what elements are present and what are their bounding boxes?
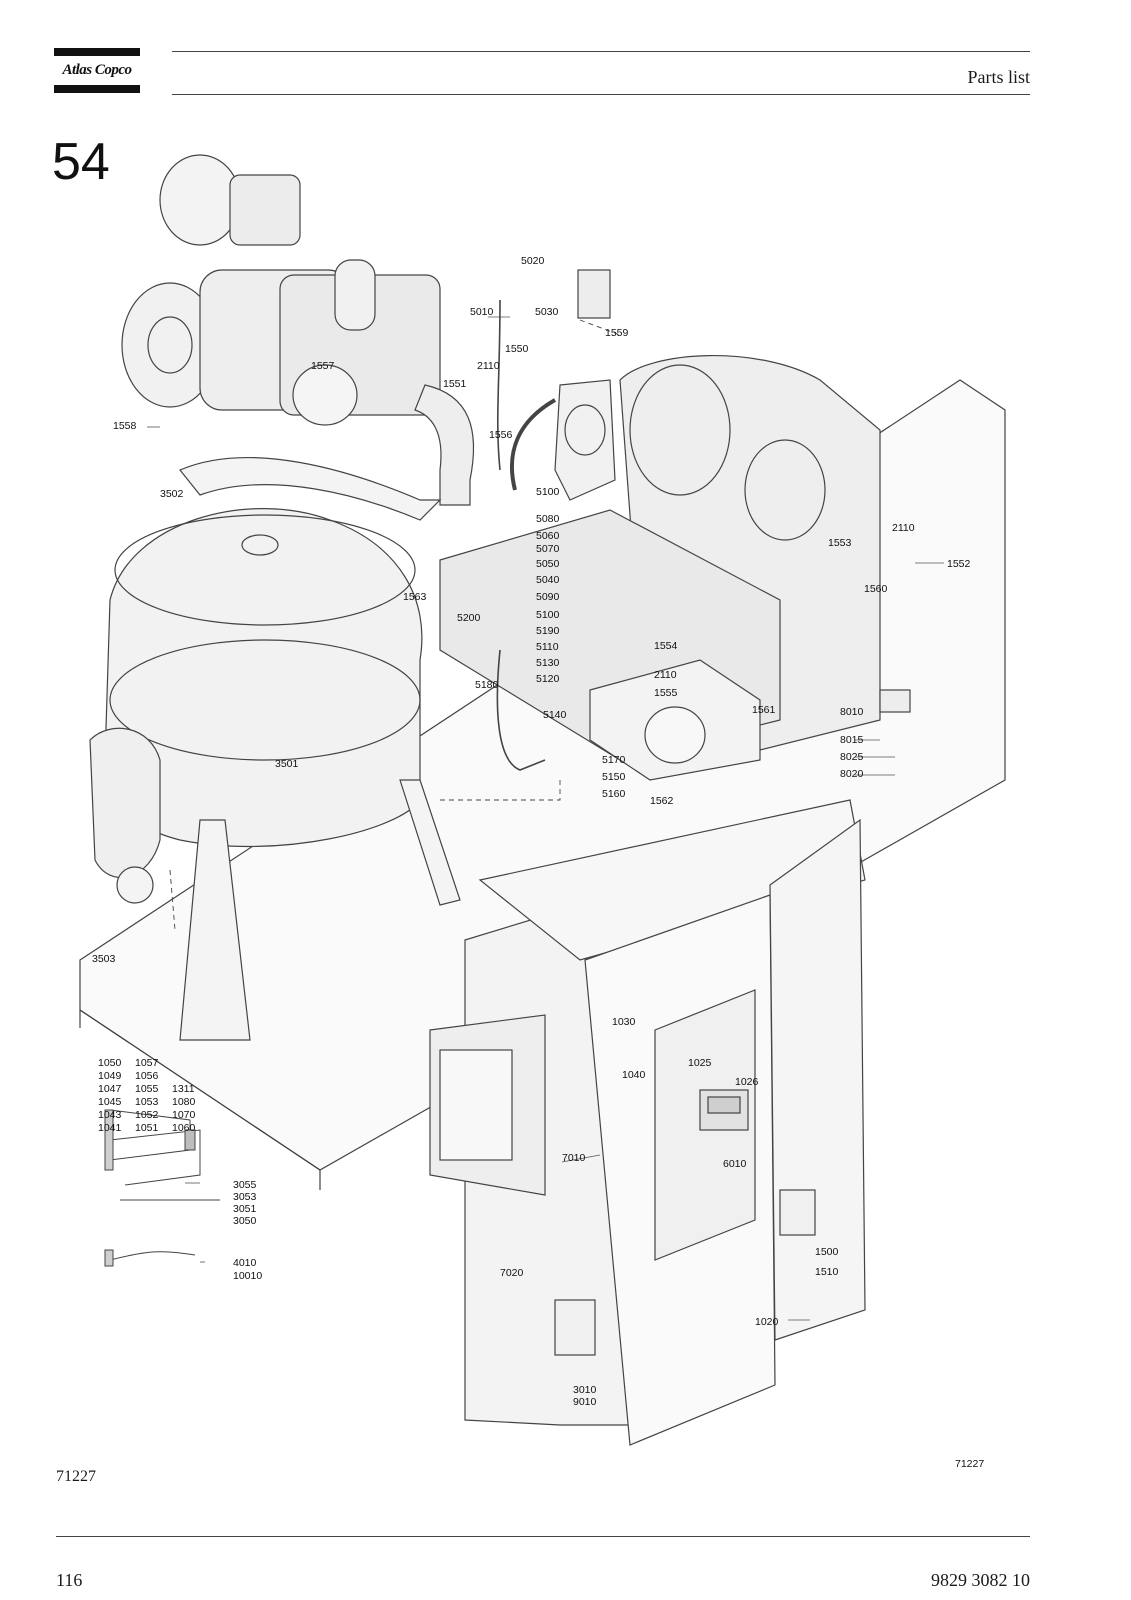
callout-1554: 1554 <box>654 640 678 652</box>
callout-1550: 1550 <box>505 343 529 355</box>
callout-7020: 7020 <box>500 1267 524 1279</box>
callout-3503: 3503 <box>92 953 116 965</box>
document-number: 9829 3082 10 <box>931 1570 1030 1590</box>
callout-1558: 1558 <box>113 420 137 432</box>
callout-6010: 6010 <box>723 1158 747 1170</box>
callout-5170: 5170 <box>602 754 626 766</box>
callout-1055: 1055 <box>135 1083 159 1095</box>
callout-2110-top: 2110 <box>477 360 500 372</box>
callout-5110: 5110 <box>536 641 559 653</box>
callout-5010: 5010 <box>470 306 494 318</box>
callout-1557: 1557 <box>311 360 335 372</box>
callout-5020: 5020 <box>521 255 545 267</box>
header-bottom-rule <box>172 94 1030 95</box>
callout-5120: 5120 <box>536 673 560 685</box>
callout-1025: 1025 <box>688 1057 712 1069</box>
callout-1080: 1080 <box>172 1096 196 1108</box>
callout-1560: 1560 <box>864 583 888 595</box>
callout-5030: 5030 <box>535 306 559 318</box>
callout-8010: 8010 <box>840 706 864 718</box>
callout-1040: 1040 <box>622 1069 646 1081</box>
page-number: 116 <box>56 1570 83 1590</box>
callout-1562: 1562 <box>650 795 674 807</box>
callout-5100-mid: 5100 <box>536 609 560 621</box>
callout-2110-mid: 2110 <box>654 669 677 681</box>
brand-wordmark: Atlas Copco <box>62 62 132 78</box>
callout-1311: 1311 <box>172 1083 195 1095</box>
callout-3050: 3050 <box>233 1215 257 1227</box>
callout-1030: 1030 <box>612 1016 636 1028</box>
callout-1556: 1556 <box>489 429 513 441</box>
callout-5080: 5080 <box>536 513 560 525</box>
wire-harness <box>104 1109 220 1267</box>
vessel-leg-right <box>399 779 461 906</box>
callout-5140: 5140 <box>543 709 567 721</box>
callout-1053: 1053 <box>135 1096 159 1108</box>
callout-7010: 7010 <box>562 1152 586 1164</box>
callout-1056: 1056 <box>135 1070 159 1082</box>
callout-1510: 1510 <box>815 1266 839 1278</box>
callout-5160: 5160 <box>602 788 626 800</box>
vessel-leg-left <box>179 819 251 1041</box>
callout-1555: 1555 <box>654 687 678 699</box>
callout-5180: 5180 <box>475 679 499 691</box>
callout-5090: 5090 <box>536 591 560 603</box>
callout-10010: 10010 <box>233 1270 262 1282</box>
callout-2110-right: 2110 <box>892 522 915 534</box>
callout-1043: 1043 <box>98 1109 122 1121</box>
callout-1563: 1563 <box>403 591 427 603</box>
callout-8020: 8020 <box>840 768 864 780</box>
callout-1559: 1559 <box>605 327 629 339</box>
callout-5100-top: 5100 <box>536 486 560 498</box>
callout-3501: 3501 <box>275 758 299 770</box>
callout-1020: 1020 <box>755 1316 779 1328</box>
callout-1552: 1552 <box>947 558 971 570</box>
callout-1052: 1052 <box>135 1109 159 1121</box>
callout-5050: 5050 <box>536 558 560 570</box>
callout-4010: 4010 <box>233 1257 257 1269</box>
callout-1057: 1057 <box>135 1057 159 1069</box>
callout-5190: 5190 <box>536 625 560 637</box>
figure-number: 54 <box>52 133 110 191</box>
callout-3051: 3051 <box>233 1203 257 1215</box>
callout-1026: 1026 <box>735 1076 759 1088</box>
callout-1041: 1041 <box>98 1122 122 1134</box>
callout-8025: 8025 <box>840 751 864 763</box>
callout-9010: 9010 <box>573 1396 597 1408</box>
callout-1500: 1500 <box>815 1246 839 1258</box>
callout-8015: 8015 <box>840 734 864 746</box>
callout-5070: 5070 <box>536 543 560 555</box>
callout-3502: 3502 <box>160 488 184 500</box>
header-title: Parts list <box>967 67 1030 87</box>
callout-3055: 3055 <box>233 1179 257 1191</box>
intake-elbow <box>414 384 475 506</box>
drawing-code: 71227 <box>955 1458 984 1470</box>
callout-5150: 5150 <box>602 771 626 783</box>
callout-1060: 1060 <box>172 1122 196 1134</box>
callout-1051: 1051 <box>135 1122 159 1134</box>
callout-5040: 5040 <box>536 574 560 586</box>
callout-5130: 5130 <box>536 657 560 669</box>
callout-1045: 1045 <box>98 1096 122 1108</box>
callout-1551: 1551 <box>443 378 467 390</box>
callout-5060: 5060 <box>536 530 560 542</box>
callout-1047: 1047 <box>98 1083 122 1095</box>
figure-code: 71227 <box>56 1468 96 1485</box>
callout-1561: 1561 <box>752 704 776 716</box>
callout-1553: 1553 <box>828 537 852 549</box>
header-top-rule <box>172 51 1030 52</box>
footer-rule <box>56 1536 1030 1537</box>
callout-3010: 3010 <box>573 1384 597 1396</box>
callout-3053: 3053 <box>233 1191 257 1203</box>
atlas-copco-logo: Atlas Copco <box>54 48 140 93</box>
callout-1050: 1050 <box>98 1057 122 1069</box>
callout-1070: 1070 <box>172 1109 196 1121</box>
callout-5200: 5200 <box>457 612 481 624</box>
callout-1049: 1049 <box>98 1070 122 1082</box>
